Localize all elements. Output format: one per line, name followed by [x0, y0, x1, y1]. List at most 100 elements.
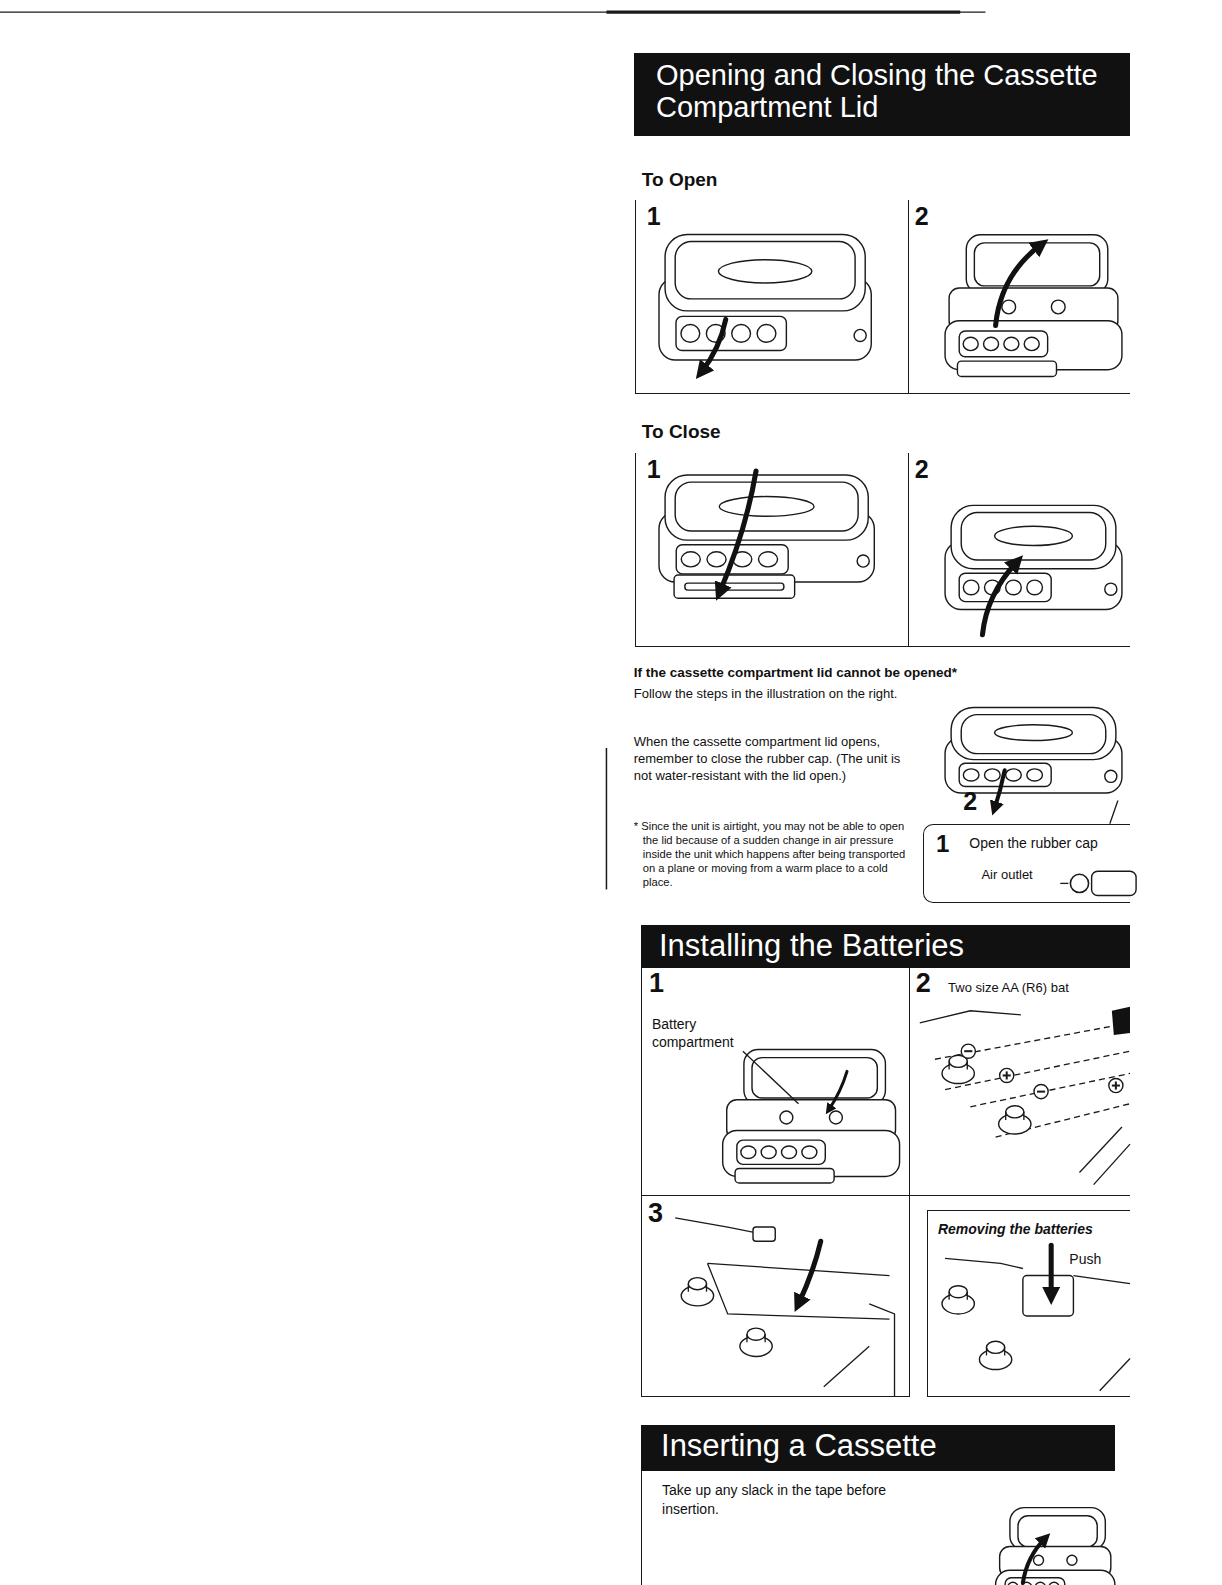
reel-spindle	[829, 1111, 842, 1124]
control-button	[963, 337, 978, 350]
control-button	[681, 552, 700, 567]
terminal-side	[948, 1061, 949, 1069]
terminal-side	[967, 1061, 968, 1069]
case-edge	[1100, 1358, 1130, 1390]
motion-arrow	[701, 319, 725, 372]
page-rule-thick	[606, 11, 960, 14]
part-label: Air outlet	[981, 868, 1032, 883]
button-panel	[959, 331, 1047, 357]
text-panel: Take up any slack in the tape before ins…	[641, 1471, 1115, 1585]
compartment-edge	[920, 1011, 1021, 1023]
step-number: 1	[936, 830, 949, 858]
button-panel	[1005, 1578, 1065, 1585]
flap-slot	[685, 583, 784, 590]
cassette-player	[945, 505, 1122, 609]
step-panel: 2	[908, 453, 1131, 647]
control-button	[707, 552, 726, 567]
section-title: Installing the Batteries	[659, 928, 964, 964]
control-button	[984, 769, 1000, 781]
motion-arrow	[829, 1071, 847, 1109]
step-number: 1	[647, 202, 661, 231]
terminal-side	[764, 1334, 765, 1342]
reel-spindle	[780, 1111, 793, 1124]
compartment-edge	[945, 1258, 1023, 1268]
battery-terminal	[942, 1286, 974, 1314]
control-button	[681, 325, 700, 343]
polarity-bar	[1037, 1091, 1045, 1093]
lid-inner	[1018, 1516, 1097, 1547]
control-button	[1006, 580, 1022, 595]
motion-arrow	[720, 471, 756, 592]
terminal-top	[949, 1286, 967, 1298]
panel-heading: Removing the batteries	[938, 1221, 1093, 1237]
battery-terminal	[740, 1328, 772, 1356]
illustrations	[0, 12, 1136, 1585]
minus-symbol	[961, 1044, 975, 1058]
step-panel: 2Two size AA (R6) bat	[910, 968, 1130, 1195]
control-button	[1035, 1582, 1045, 1585]
case-edge	[869, 1304, 894, 1397]
lid-rim	[675, 242, 855, 299]
callout-number: 2	[963, 787, 977, 816]
side-knob	[857, 555, 869, 567]
control-button	[963, 580, 979, 595]
air-outlet	[1070, 874, 1088, 892]
button-panel	[737, 1140, 825, 1164]
lid-rim	[675, 482, 858, 531]
polarity-ring	[1034, 1085, 1048, 1099]
case-edge	[1079, 1127, 1121, 1172]
control-button	[1004, 337, 1019, 350]
terminal-side	[688, 1284, 689, 1292]
button-panel	[676, 316, 786, 350]
section-header-band: Opening and Closing the Cassette Compart…	[634, 53, 1130, 137]
info-panel: Removing the batteriesPush	[927, 1210, 1130, 1397]
part-label: Battery compartment	[652, 1015, 753, 1051]
callout-line	[1110, 801, 1118, 824]
case-edge	[1073, 1276, 1130, 1284]
motion-arrow	[995, 770, 1005, 808]
control-button	[741, 1146, 756, 1159]
front-flap	[957, 361, 1056, 376]
battery-terminal	[942, 1055, 974, 1083]
terminal-side	[948, 1292, 949, 1300]
battery-terminal	[681, 1278, 713, 1306]
control-button	[1027, 769, 1043, 781]
leader-line	[743, 1051, 799, 1104]
section-header-band: Installing the Batteries	[641, 925, 1130, 968]
reel-spindle	[1034, 1555, 1044, 1565]
lid-window	[995, 725, 1073, 741]
cassette-player-open	[723, 1050, 900, 1183]
step-number: 1	[647, 455, 661, 484]
player-lid	[665, 234, 865, 310]
terminal-top	[747, 1328, 765, 1340]
lid-rim	[961, 715, 1106, 754]
terminal-side	[1023, 1112, 1024, 1120]
raised-lid	[966, 235, 1108, 293]
group-heading: To Close	[642, 421, 721, 443]
battery-cover	[708, 1263, 890, 1275]
polarity-ring	[1000, 1068, 1014, 1082]
cassette-player-open	[996, 1508, 1115, 1585]
polarity-ring	[961, 1044, 975, 1058]
terminal-side	[986, 1347, 987, 1355]
note-heading: If the cassette compartment lid cannot b…	[634, 665, 957, 681]
cassette-player	[659, 475, 874, 598]
control-button	[761, 1146, 776, 1159]
terminal-side	[746, 1334, 747, 1342]
plus-symbol	[1000, 1068, 1014, 1082]
battery-cover	[1023, 1276, 1074, 1316]
player-lid	[951, 708, 1116, 760]
section-title: Opening and Closing the Cassette Compart…	[656, 59, 1123, 124]
battery-cover	[708, 1263, 890, 1319]
control-button	[802, 1146, 817, 1159]
control-button	[759, 552, 778, 567]
terminal-side	[1005, 1112, 1006, 1120]
case-edge	[824, 1346, 869, 1386]
cassette-player	[945, 708, 1122, 794]
cassette-player-open	[945, 235, 1122, 377]
battery-clip	[753, 1227, 775, 1241]
step-number: 2	[916, 968, 931, 999]
callout-box: 1Open the rubber capAir outlet	[923, 824, 1130, 903]
side-knob	[1105, 770, 1117, 782]
